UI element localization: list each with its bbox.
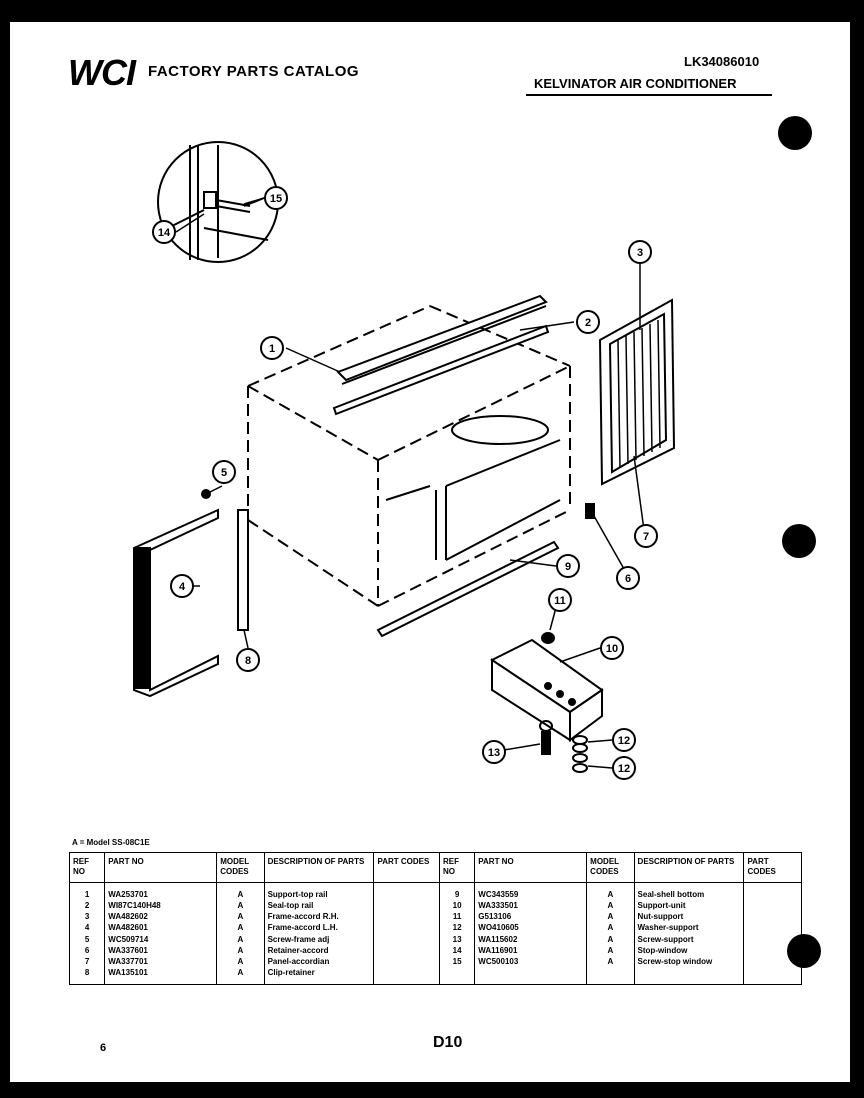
footer-section-code: D10	[433, 1034, 463, 1051]
header-ref-no: REF NO	[68, 852, 106, 883]
header-part-codes: PART CODES	[373, 852, 440, 883]
header-description-right: DESCRIPTION OF PARTS	[633, 852, 745, 883]
svg-text:2: 2	[585, 317, 591, 329]
callout-12a: 12	[612, 728, 636, 752]
punch-hole-middle	[782, 524, 816, 558]
svg-text:4: 4	[179, 581, 186, 593]
callout-12b: 12	[612, 756, 636, 780]
svg-text:15: 15	[270, 193, 282, 205]
header-part-no: PART NO	[104, 852, 218, 883]
svg-text:10: 10	[606, 643, 618, 655]
callout-4: 4	[170, 574, 194, 598]
header-model-codes: MODEL CODES	[216, 852, 265, 883]
callout-2: 2	[576, 310, 600, 334]
callout-1: 1	[260, 336, 284, 360]
exploded-parts-diagram: 1 2 3 4 5 6 7 8 9 10 11 12 12 13 14 15	[133, 141, 676, 780]
footer-page-number: 6	[100, 1042, 107, 1054]
catalog-code: LK34086010	[684, 54, 760, 69]
svg-text:3: 3	[637, 247, 643, 259]
table-header-row: REF NO PART NO MODEL CODES DESCRIPTION O…	[68, 852, 802, 883]
svg-text:6: 6	[625, 573, 631, 585]
callout-8: 8	[236, 648, 260, 672]
catalog-subtitle: KELVINATOR AIR CONDITIONER	[534, 76, 737, 91]
svg-text:11: 11	[554, 595, 566, 607]
svg-text:8: 8	[245, 655, 251, 667]
svg-text:7: 7	[643, 531, 649, 543]
callout-13: 13	[482, 740, 506, 764]
header-description: DESCRIPTION OF PARTS	[263, 852, 375, 883]
punch-hole-top	[778, 116, 812, 150]
model-note: A = Model SS-08C1E	[72, 838, 150, 847]
callout-6: 6	[616, 566, 640, 590]
callout-3: 3	[628, 240, 652, 264]
callout-7: 7	[634, 524, 658, 548]
wci-logo: WCI	[68, 52, 136, 93]
svg-text:12: 12	[618, 735, 630, 747]
header-ref-no-right: REF NO	[438, 852, 476, 883]
svg-text:13: 13	[488, 747, 500, 759]
callout-10: 10	[600, 636, 624, 660]
header-part-codes-right: PART CODES	[743, 852, 802, 883]
callout-5: 5	[212, 460, 236, 484]
header-part-no-right: PART NO	[474, 852, 588, 883]
svg-text:9: 9	[565, 561, 571, 573]
svg-text:14: 14	[158, 227, 171, 239]
svg-text:1: 1	[269, 343, 275, 355]
header-rule	[526, 94, 772, 96]
svg-text:12: 12	[618, 763, 630, 775]
catalog-title: FACTORY PARTS CATALOG	[148, 63, 360, 80]
callout-9: 9	[556, 554, 580, 578]
svg-text:5: 5	[221, 467, 227, 479]
parts-table: REF NO PART NO MODEL CODES DESCRIPTION O…	[68, 852, 802, 986]
callout-15: 15	[264, 186, 288, 210]
header-model-codes-right: MODEL CODES	[586, 852, 635, 883]
callout-14: 14	[152, 220, 176, 244]
callout-11: 11	[548, 588, 572, 612]
